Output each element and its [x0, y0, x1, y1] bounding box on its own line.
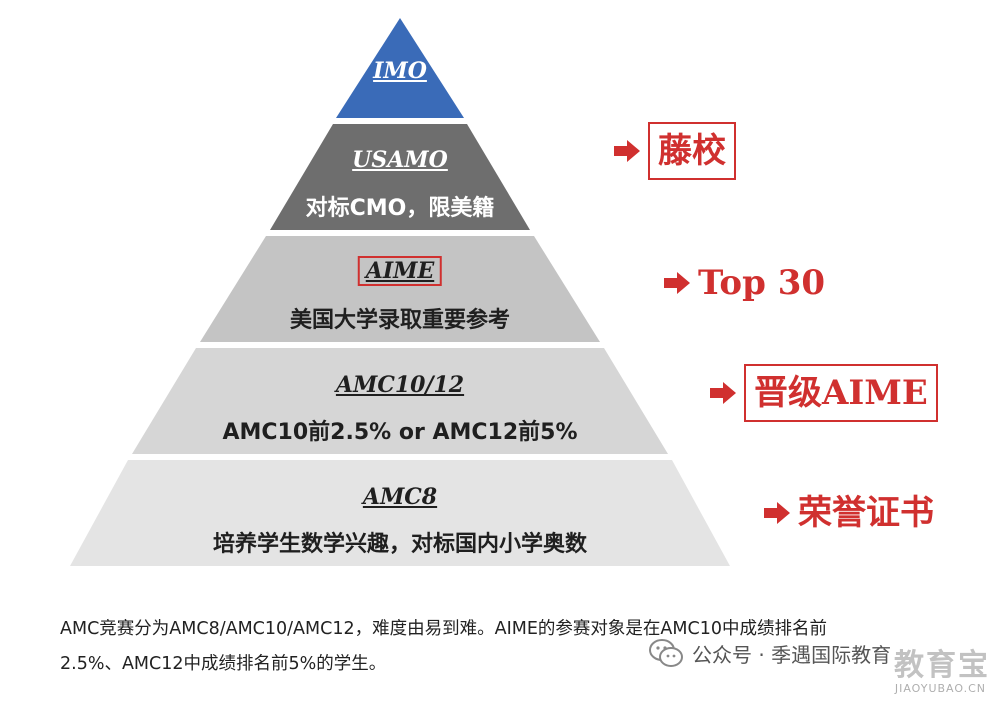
pyramid-level-imo — [336, 18, 464, 118]
level-desc-amc1012: AMC10前2.5% or AMC12前5% — [222, 420, 578, 445]
watermark-account: 公众号 · 季遇国际教育 — [648, 638, 891, 668]
caption: AMC竞赛分为AMC8/AMC10/AMC12，难度由易到难。AIME的参赛对象… — [60, 612, 1000, 682]
callout-ivy-text: 藤校 — [648, 122, 736, 180]
level-desc-amc8: 培养学生数学兴趣，对标国内小学奥数 — [212, 532, 588, 557]
level-title-amc8: AMC8 — [362, 484, 438, 510]
arrow-right-icon — [664, 272, 690, 294]
pyramid-level-amc1012 — [132, 348, 668, 454]
watermark-account-text: 公众号 · 季遇国际教育 — [692, 642, 892, 667]
pyramid-level-amc8 — [70, 460, 730, 566]
callout-top30-text: Top 30 — [698, 263, 826, 303]
pyramid-level-usamo — [270, 124, 530, 230]
callout-honor-certificate-text: 荣誉证书 — [798, 493, 934, 533]
level-desc-aime: 美国大学录取重要参考 — [289, 308, 511, 333]
wechat-icon — [649, 639, 683, 667]
level-title-imo: IMO — [373, 58, 427, 84]
caption-line-2: 2.5%、AMC12中成绩排名前5%的学生。 — [60, 654, 387, 674]
watermark-brand: 教育宝 — [894, 648, 990, 683]
callout-qualify-aime: 晋级AIME — [710, 364, 938, 422]
level-title-amc1012: AMC10/12 — [335, 372, 465, 398]
caption-line-1: AMC竞赛分为AMC8/AMC10/AMC12，难度由易到难。AIME的参赛对象… — [60, 619, 827, 639]
callout-qualify-aime-text: 晋级AIME — [744, 364, 938, 422]
watermark-brand-url: JIAOYUBAO.CN — [894, 682, 986, 695]
arrow-right-icon — [614, 140, 640, 162]
arrow-right-icon — [710, 382, 736, 404]
callout-honor-certificate: 荣誉证书 — [764, 496, 934, 530]
callout-top30: Top 30 — [664, 266, 825, 300]
level-desc-usamo: 对标CMO，限美籍 — [305, 196, 495, 221]
level-title-usamo: USAMO — [352, 147, 448, 173]
callout-ivy: 藤校 — [614, 122, 736, 180]
pyramid-diagram — [70, 18, 730, 566]
pyramid-level-aime — [200, 236, 600, 342]
level-title-aime: AIME — [357, 256, 443, 286]
arrow-right-icon — [764, 502, 790, 524]
